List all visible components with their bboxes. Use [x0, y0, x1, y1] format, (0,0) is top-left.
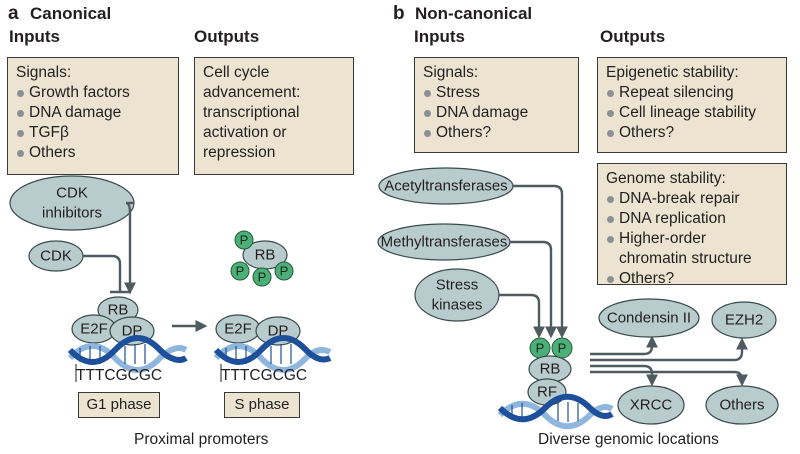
xrcc-node: XRCC: [617, 385, 685, 425]
panel-a-outputs-heading: Outputs: [194, 27, 260, 46]
panel-a-output-line: activation or: [203, 124, 287, 141]
g1-rb-label: RB: [108, 302, 129, 319]
panel-a-outputs-box: Cell cycle advancement: transcriptional …: [194, 57, 354, 175]
panel-a-output-line: Cell cycle: [203, 64, 270, 81]
phospho-p-label: P: [536, 341, 545, 356]
panel-a-signal-item: DNA damage: [16, 103, 170, 123]
methyltransferases-node: Methyltransferases: [377, 223, 511, 261]
phospho-p-label: P: [258, 270, 267, 285]
others-label: Others: [719, 397, 764, 414]
others-node: Others: [705, 385, 779, 425]
cdk-label: CDK: [40, 248, 72, 265]
panel-a-inputs-heading: Inputs: [9, 27, 60, 46]
stress-kinases-node: Stress kinases: [414, 268, 500, 322]
panel-b-title: Non-canonical: [415, 4, 533, 23]
panel-b-epigenetic-box: Epigenetic stability: Repeat silencing C…: [597, 57, 787, 153]
phospho-p-label: P: [240, 233, 249, 248]
cdk-inhibitors-node: CDK inhibitors: [9, 175, 135, 231]
panel-b-signals-title: Signals:: [423, 64, 479, 81]
cdk-inhibitor-arrow: [124, 201, 136, 295]
panel-b-outputs-heading: Outputs: [600, 27, 666, 46]
ezh2-label: EZH2: [725, 312, 763, 329]
s-dna-sequence: TTTCGCGC: [221, 367, 307, 384]
noncanonical-rb-label: RB: [540, 361, 561, 378]
panel-a-caption: Proximal promoters: [134, 431, 269, 448]
s-dna-helix: [213, 335, 332, 373]
panel-b-letter: b: [393, 3, 405, 24]
panel-b-epigenetic-title: Epigenetic stability:: [606, 64, 739, 81]
panel-b-genome-item-continued: chromatin structure: [619, 250, 752, 267]
panel-b-epigenetic-item: Cell lineage stability: [606, 103, 778, 123]
output-arrows: [590, 335, 748, 387]
panel-b-signals-box: Signals: Stress DNA damage Others?: [414, 57, 579, 153]
panel-a-output-line: transcriptional: [203, 104, 300, 121]
panel-b-caption: Diverse genomic locations: [538, 431, 719, 448]
panel-a-output-line: repression: [203, 144, 276, 161]
acetyltransferases-node: Acetyltransferases: [378, 167, 514, 205]
cdk-inhibition-line: [83, 254, 122, 292]
methyltransferase-arrow: [510, 240, 557, 339]
g1-e2f-label: E2F: [80, 321, 108, 338]
panel-a-signal-item: Others: [16, 143, 170, 163]
phospho-p-label: P: [558, 341, 567, 356]
xrcc-label: XRCC: [630, 397, 673, 414]
acetyltransferase-arrow: [513, 184, 568, 339]
phospho-p-label: P: [236, 264, 245, 279]
panel-b-epigenetic-item: Others?: [606, 123, 778, 143]
panel-a-title: Canonical: [30, 4, 112, 23]
cdk-inhibitors-label-2: inhibitors: [42, 205, 102, 222]
s-phase-box: S phase: [224, 392, 300, 418]
panel-b-genome-title: Genome stability:: [606, 170, 726, 187]
panel-b-epigenetic-item: Repeat silencing: [606, 83, 778, 103]
g1-dna-helix: [67, 335, 188, 373]
panel-b-genome-item: DNA replication: [606, 209, 778, 229]
panel-a-signal-item: Growth factors: [16, 83, 170, 103]
panel-a-signals-box: Signals: Growth factors DNA damage TGFβ …: [7, 57, 179, 175]
panel-b-genome-item: Higher-order: [606, 229, 778, 249]
panel-b-genome-item: DNA-break repair: [606, 189, 778, 209]
s-e2f-label: E2F: [224, 321, 252, 338]
s-rb-label: RB: [255, 247, 276, 264]
phospho-p-label: P: [280, 264, 289, 279]
stress-kinases-label-1: Stress: [436, 277, 479, 294]
panel-a-letter: a: [8, 3, 19, 24]
acetyltransferases-label: Acetyltransferases: [384, 178, 507, 195]
methyltransferases-label: Methyltransferases: [381, 234, 508, 251]
g1-dna-sequence: TTTCGCGC: [76, 367, 162, 384]
panel-a-output-line: advancement:: [203, 84, 301, 101]
panel-b-signal-item: DNA damage: [423, 103, 570, 123]
ezh2-node: EZH2: [711, 301, 777, 339]
noncanonical-rf-label: RF: [537, 384, 557, 401]
panel-b-genome-item: Others?: [606, 269, 778, 289]
cdk-inhibitors-label-1: CDK: [56, 185, 88, 202]
panel-a-signals-title: Signals:: [16, 64, 72, 81]
panel-a-signal-item: TGFβ: [16, 123, 170, 143]
cdk-node: CDK: [28, 240, 84, 272]
g1-phase-box: G1 phase: [78, 392, 160, 418]
phospho-rb-cluster: RB P P P P: [230, 230, 294, 287]
panel-b-signal-item: Others?: [423, 123, 570, 143]
panel-b-signal-item: Stress: [423, 83, 570, 103]
noncanonical-dna-helix: [497, 393, 614, 430]
condensin-label: Condensin II: [607, 310, 691, 327]
stress-kinases-label-2: kinases: [432, 297, 483, 314]
condensin-node: Condensin II: [598, 298, 700, 338]
stress-kinase-arrow: [499, 293, 545, 339]
panel-b-genome-box: Genome stability: DNA-break repair DNA r…: [597, 163, 787, 287]
panel-b-inputs-heading: Inputs: [414, 27, 465, 46]
